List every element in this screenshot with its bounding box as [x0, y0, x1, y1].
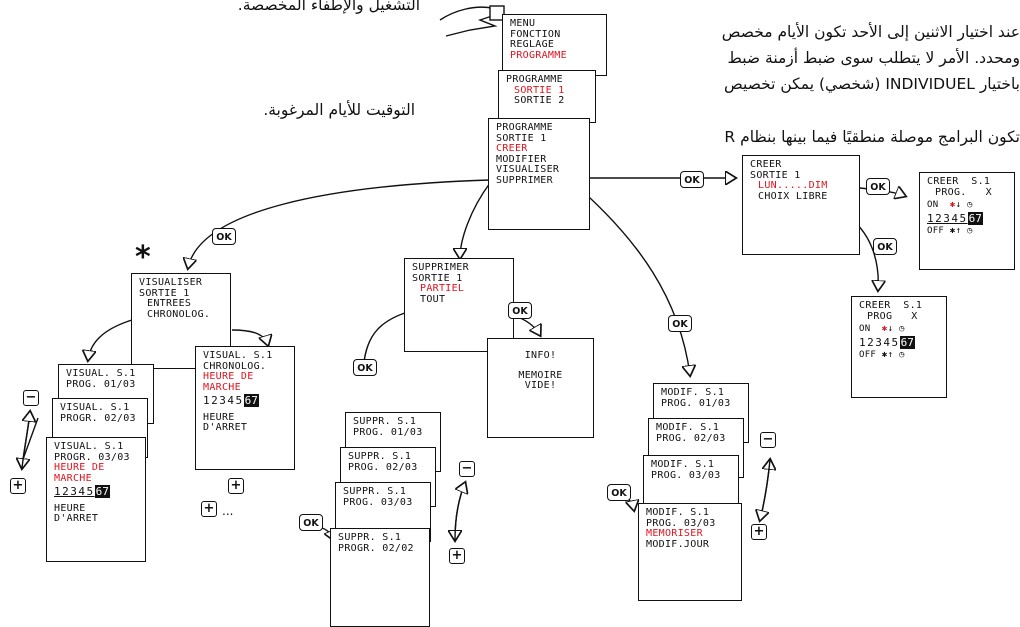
menu-screen: MENU FONCTION REGLAGE PROGRAMME	[502, 14, 607, 76]
ok-button[interactable]: OK	[680, 171, 704, 188]
plus-button[interactable]: +	[449, 548, 465, 564]
arrow-modif-scroll-down	[760, 460, 770, 520]
ok-button[interactable]: OK	[508, 302, 532, 319]
ellipsis: ...	[222, 504, 233, 518]
hand-pointer-icon	[440, 6, 504, 36]
creer-s1-screen-b: CREER S.1 PROG X ON ✱↓ ◷ 1234567 OFF ✱↑ …	[851, 296, 947, 398]
programme-actions-screen: PROGRAMME SORTIE 1 CREER MODIFIER VISUAL…	[488, 118, 590, 230]
ok-button[interactable]: OK	[212, 228, 236, 245]
ok-button[interactable]: OK	[873, 238, 897, 255]
asterisk-marker: *	[135, 240, 151, 275]
creer-s1-screen-a: CREER S.1 PROG. X ON ✱↓ ◷ 1234567 OFF ✱↑…	[919, 172, 1015, 270]
modif-last-screen: MODIF. S.1 PROG. 03/03 MEMORISER MODIF.J…	[638, 503, 742, 601]
suppr-last-screen: SUPPR. S.1 PROGR. 02/02	[330, 528, 430, 627]
minus-button[interactable]: −	[760, 432, 776, 448]
minus-button[interactable]: −	[23, 390, 39, 406]
ok-button[interactable]: OK	[866, 178, 890, 195]
arrow-visual-updown-2	[22, 412, 30, 468]
arrow-to-visual-prog	[88, 320, 132, 360]
arrow-to-supprimer	[460, 183, 490, 258]
ok-button[interactable]: OK	[299, 514, 323, 531]
arrow-to-visualiser	[188, 180, 490, 268]
creer-screen: CREER SORTIE 1 LUN.....DIM CHOIX LIBRE	[742, 155, 860, 255]
minus-button[interactable]: −	[459, 461, 475, 477]
programme-sorties-screen: PROGRAMME SORTIE 1 SORTIE 2	[498, 70, 596, 123]
ok-button[interactable]: OK	[353, 359, 377, 376]
arrow-suppr-scroll-up	[455, 483, 465, 540]
arrow-to-visual-chrono	[232, 330, 268, 345]
arrow-visual-scroll	[22, 418, 38, 462]
plus-button[interactable]: +	[751, 524, 767, 540]
plus-button[interactable]: +	[10, 478, 26, 494]
visual-chrono-screen: VISUAL. S.1 CHRONOLOG. HEURE DE MARCHE 1…	[195, 346, 295, 470]
ok-button[interactable]: OK	[607, 484, 631, 501]
plus-button[interactable]: +	[228, 478, 244, 494]
ok-button[interactable]: OK	[668, 315, 692, 332]
visual-prog-03-screen: VISUAL. S.1 PROGR. 03/03 HEURE DE MARCHE…	[46, 437, 146, 562]
plus-button[interactable]: +	[201, 501, 217, 517]
info-screen: INFO! MEMOIRE VIDE!	[487, 338, 594, 438]
